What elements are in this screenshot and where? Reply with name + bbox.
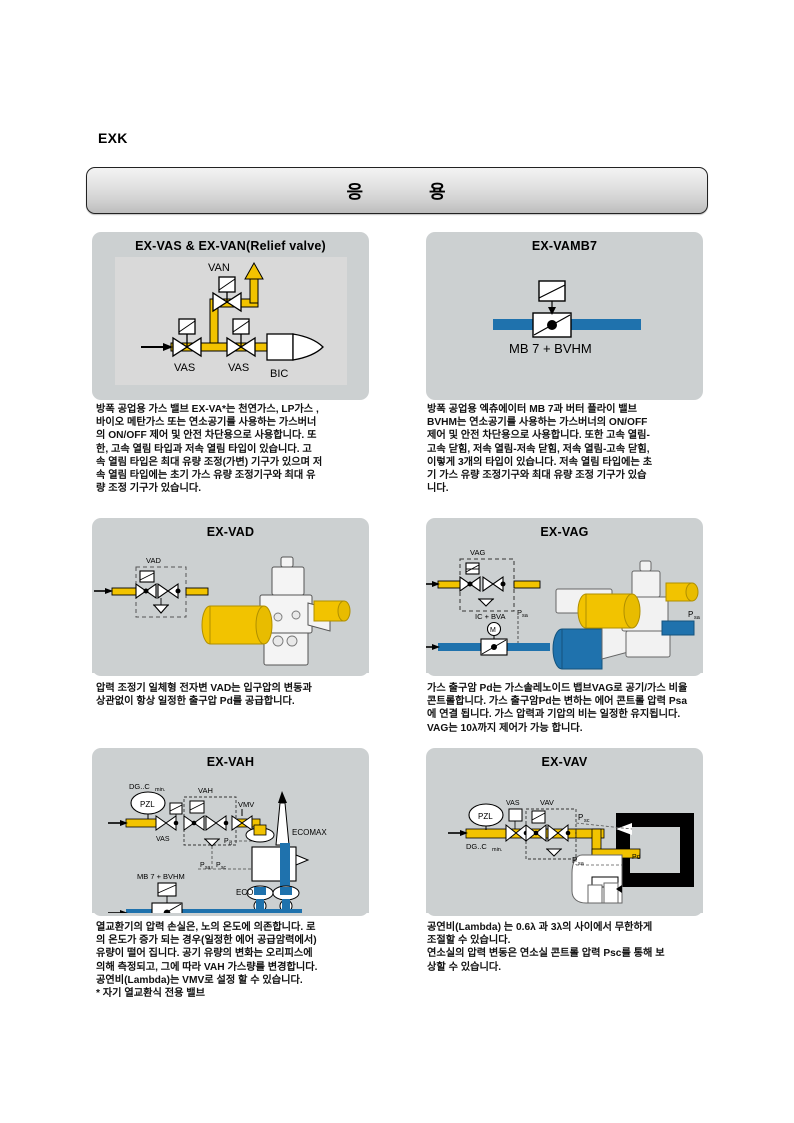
label-vav: VAV: [540, 798, 554, 807]
label-bic: BIC: [270, 368, 288, 380]
label-eco: ECO: [236, 888, 253, 897]
panel-ex-vav: EX-VAV PZL: [426, 748, 703, 916]
panel-ex-vas-van: EX-VAS & EX-VAN(Relief valve): [92, 232, 369, 400]
diagram-ex-vas-van: VAN VAS VAS: [114, 257, 347, 385]
label-pd-vav: Pd: [632, 854, 641, 861]
panel-title: EX-VAD: [206, 525, 255, 539]
label-vas-1: VAS: [174, 362, 195, 374]
label-psa-schematic: P: [517, 608, 522, 617]
caption-ex-vas-van: 방폭 공업용 가스 밸브 EX-VA*는 천연가스, LP가스 , 바이오 메탄…: [96, 404, 323, 495]
label-ic-bva: IC + BVA: [475, 612, 506, 621]
label-psc-vav: P: [578, 813, 583, 822]
panel-title: EX-VAS & EX-VAN(Relief valve): [135, 239, 326, 253]
caption-ex-vav: 공연비(Lambda) 는 0.6λ 과 3λ의 사이에서 무한하게 조절할 수…: [427, 922, 665, 973]
panel-ex-vad: EX-VAD VAD: [92, 518, 369, 676]
panel-ex-vag: EX-VAG VAG P: [426, 518, 703, 676]
label-psc-vah-sub: sc: [221, 865, 227, 871]
diagram-ex-vad: VAD: [92, 543, 369, 673]
label-mb7-bvhm-vah: MB 7 + BVHM: [137, 872, 185, 881]
panel-title: EX-VAG: [540, 525, 589, 539]
banner-word-2: 용: [429, 181, 448, 202]
caption-ex-vah: 열교환기의 압력 손실은, 노의 온도에 의존합니다. 로 의 온도가 증가 되…: [96, 922, 318, 1000]
label-van: VAN: [208, 262, 230, 274]
label-dg-cmin-vav-sub: min.: [492, 847, 503, 853]
diagram-ex-vamb7: MB 7 + BVHM: [437, 257, 692, 389]
label-pzl-vav: PZL: [478, 812, 493, 821]
section-banner-text: 응 용: [346, 178, 447, 204]
label-ecomax: ECOMAX: [292, 828, 327, 837]
label-pd-sub: d: [229, 841, 232, 847]
panel-ex-vah: EX-VAH PZL DG..C min. VAH: [92, 748, 369, 916]
label-psa-product-sub: sa: [694, 615, 701, 621]
panel-title: EX-VAH: [206, 755, 255, 769]
label-motor-icon: M: [490, 627, 496, 634]
panel-title: EX-VAMB7: [531, 239, 598, 253]
label-vas-2: VAS: [228, 362, 249, 374]
caption-ex-vag: 가스 출구암 Pd는 가스솔레노이드 뱁브VAG로 공기/가스 비율 콘트롤합니…: [427, 683, 688, 734]
label-vag: VAG: [470, 548, 485, 557]
label-mb7-bvhm: MB 7 + BVHM: [509, 341, 592, 356]
label-psa-vav-sub: sa: [578, 861, 585, 867]
label-psa-vah: P: [200, 862, 205, 869]
label-dg-cmin-sub: min.: [155, 787, 166, 793]
label-vas-vav: VAS: [506, 800, 520, 807]
label-vmv: VMV: [238, 800, 254, 809]
caption-ex-vamb7: 방폭 공업용 엑츄에이터 MB 7과 버터 플라이 밸브 BVHM는 연소공기를…: [427, 404, 653, 495]
panel-title: EX-VAV: [541, 755, 588, 769]
diagram-ex-vav: PZL DG..C min. VAV VAS: [426, 773, 703, 913]
label-vad: VAD: [146, 556, 161, 565]
caption-ex-vad: 압력 조정기 일체형 전자변 VAD는 입구압의 변동과 상관없이 항상 일정한…: [96, 683, 312, 708]
label-vah: VAH: [198, 786, 213, 795]
label-psa-sub: sa: [522, 613, 529, 619]
label-dg-cmin-vav: DG..C: [466, 842, 487, 851]
label-psa-vah-sub: sa: [205, 865, 211, 871]
banner-word-1: 응: [346, 181, 365, 202]
diagram-ex-vah: PZL DG..C min. VAH VAS: [92, 773, 369, 913]
label-pzl: PZL: [140, 800, 155, 809]
panel-ex-vamb7: EX-VAMB7 MB 7 + BVHM: [426, 232, 703, 400]
section-banner: 응 용: [86, 167, 708, 214]
label-psa-vav: P: [572, 856, 577, 865]
diagram-ex-vag: VAG P sa M IC + BVA: [426, 543, 703, 673]
document-code: EXK: [98, 130, 128, 146]
label-psc-vav-sub: sc: [584, 818, 590, 824]
label-vas-vah: VAS: [156, 836, 170, 843]
label-pd: P: [224, 838, 229, 845]
label-psa-product: P: [688, 610, 693, 619]
label-psc-vah: P: [216, 862, 221, 869]
label-dg-cmin: DG..C: [129, 782, 150, 791]
